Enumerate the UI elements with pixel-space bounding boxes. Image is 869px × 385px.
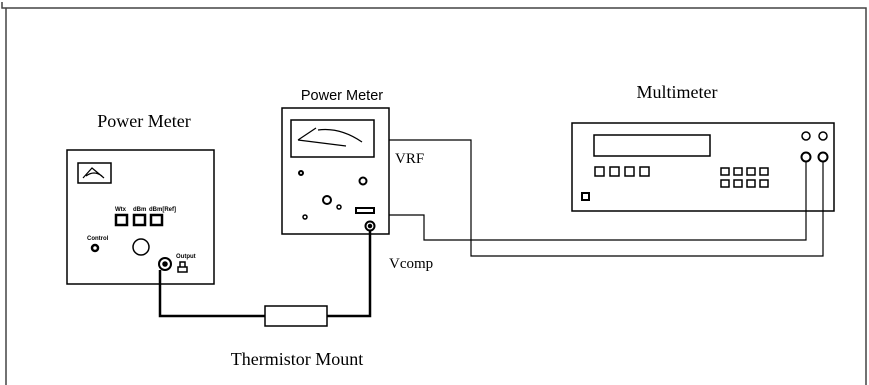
- left-meter-output-label: Output: [176, 254, 196, 260]
- multimeter-power-switch: [581, 192, 590, 201]
- thermistor-mount: [264, 305, 328, 327]
- center-meter-dial: [290, 119, 375, 158]
- wire-vcomp: [389, 162, 807, 241]
- multimeter-body: [571, 122, 835, 212]
- center-meter-body: [281, 107, 390, 235]
- multimeter-terminal-input-1: [800, 151, 812, 163]
- multimeter-terminal-top-right: [818, 131, 828, 141]
- left-meter-dial: [77, 162, 112, 184]
- left-meter-button-labels: Wtx dBm dBm[Ref] Control Output: [87, 207, 196, 260]
- center-meter-knob-1: [298, 170, 304, 176]
- multimeter-title: Multimeter: [637, 82, 718, 102]
- vrf-label: VRF: [395, 151, 424, 167]
- multimeter-terminal-top-left: [801, 131, 811, 141]
- center-power-meter: [281, 107, 390, 235]
- left-meter-button-label-3: dBm[Ref]: [149, 207, 176, 213]
- left-power-meter: [66, 149, 215, 285]
- left-meter-button-3: [149, 213, 164, 227]
- center-meter-knob-5: [302, 214, 308, 220]
- multimeter-terminal-input-2: [817, 151, 829, 163]
- left-meter-body: [66, 149, 215, 285]
- center-meter-needle-icon: [297, 127, 363, 147]
- left-meter-control-label: Control: [87, 236, 109, 242]
- left-meter-button-label-1: Wtx: [115, 207, 127, 213]
- left-meter-large-knob: [132, 238, 150, 256]
- center-meter-connector-slot: [355, 207, 375, 214]
- multimeter: [571, 122, 835, 212]
- vcomp-label: Vcomp: [389, 256, 433, 272]
- left-meter-button-1: [114, 213, 129, 227]
- left-meter-output-jack: [177, 261, 188, 273]
- multimeter-display: [593, 134, 711, 157]
- wires: [389, 139, 824, 257]
- center-meter-knob-2: [358, 176, 368, 186]
- left-meter-button-label-2: dBm: [133, 207, 146, 213]
- center-meter-knob-4: [336, 204, 342, 210]
- left-meter-control-knob: [90, 243, 100, 253]
- left-meter-button-2: [132, 213, 147, 227]
- left-meter-output-connector: [158, 257, 172, 271]
- wire-vrf: [389, 139, 824, 257]
- thermistor-mount-label: Thermistor Mount: [231, 349, 364, 369]
- thermistor-cable: [158, 231, 372, 318]
- left-power-meter-title: Power Meter: [97, 111, 190, 131]
- center-power-meter-title: Power Meter: [301, 88, 383, 104]
- center-meter-output-connector: [364, 220, 376, 232]
- center-meter-knob-3: [322, 195, 332, 205]
- left-meter-needle-icon: [82, 167, 105, 179]
